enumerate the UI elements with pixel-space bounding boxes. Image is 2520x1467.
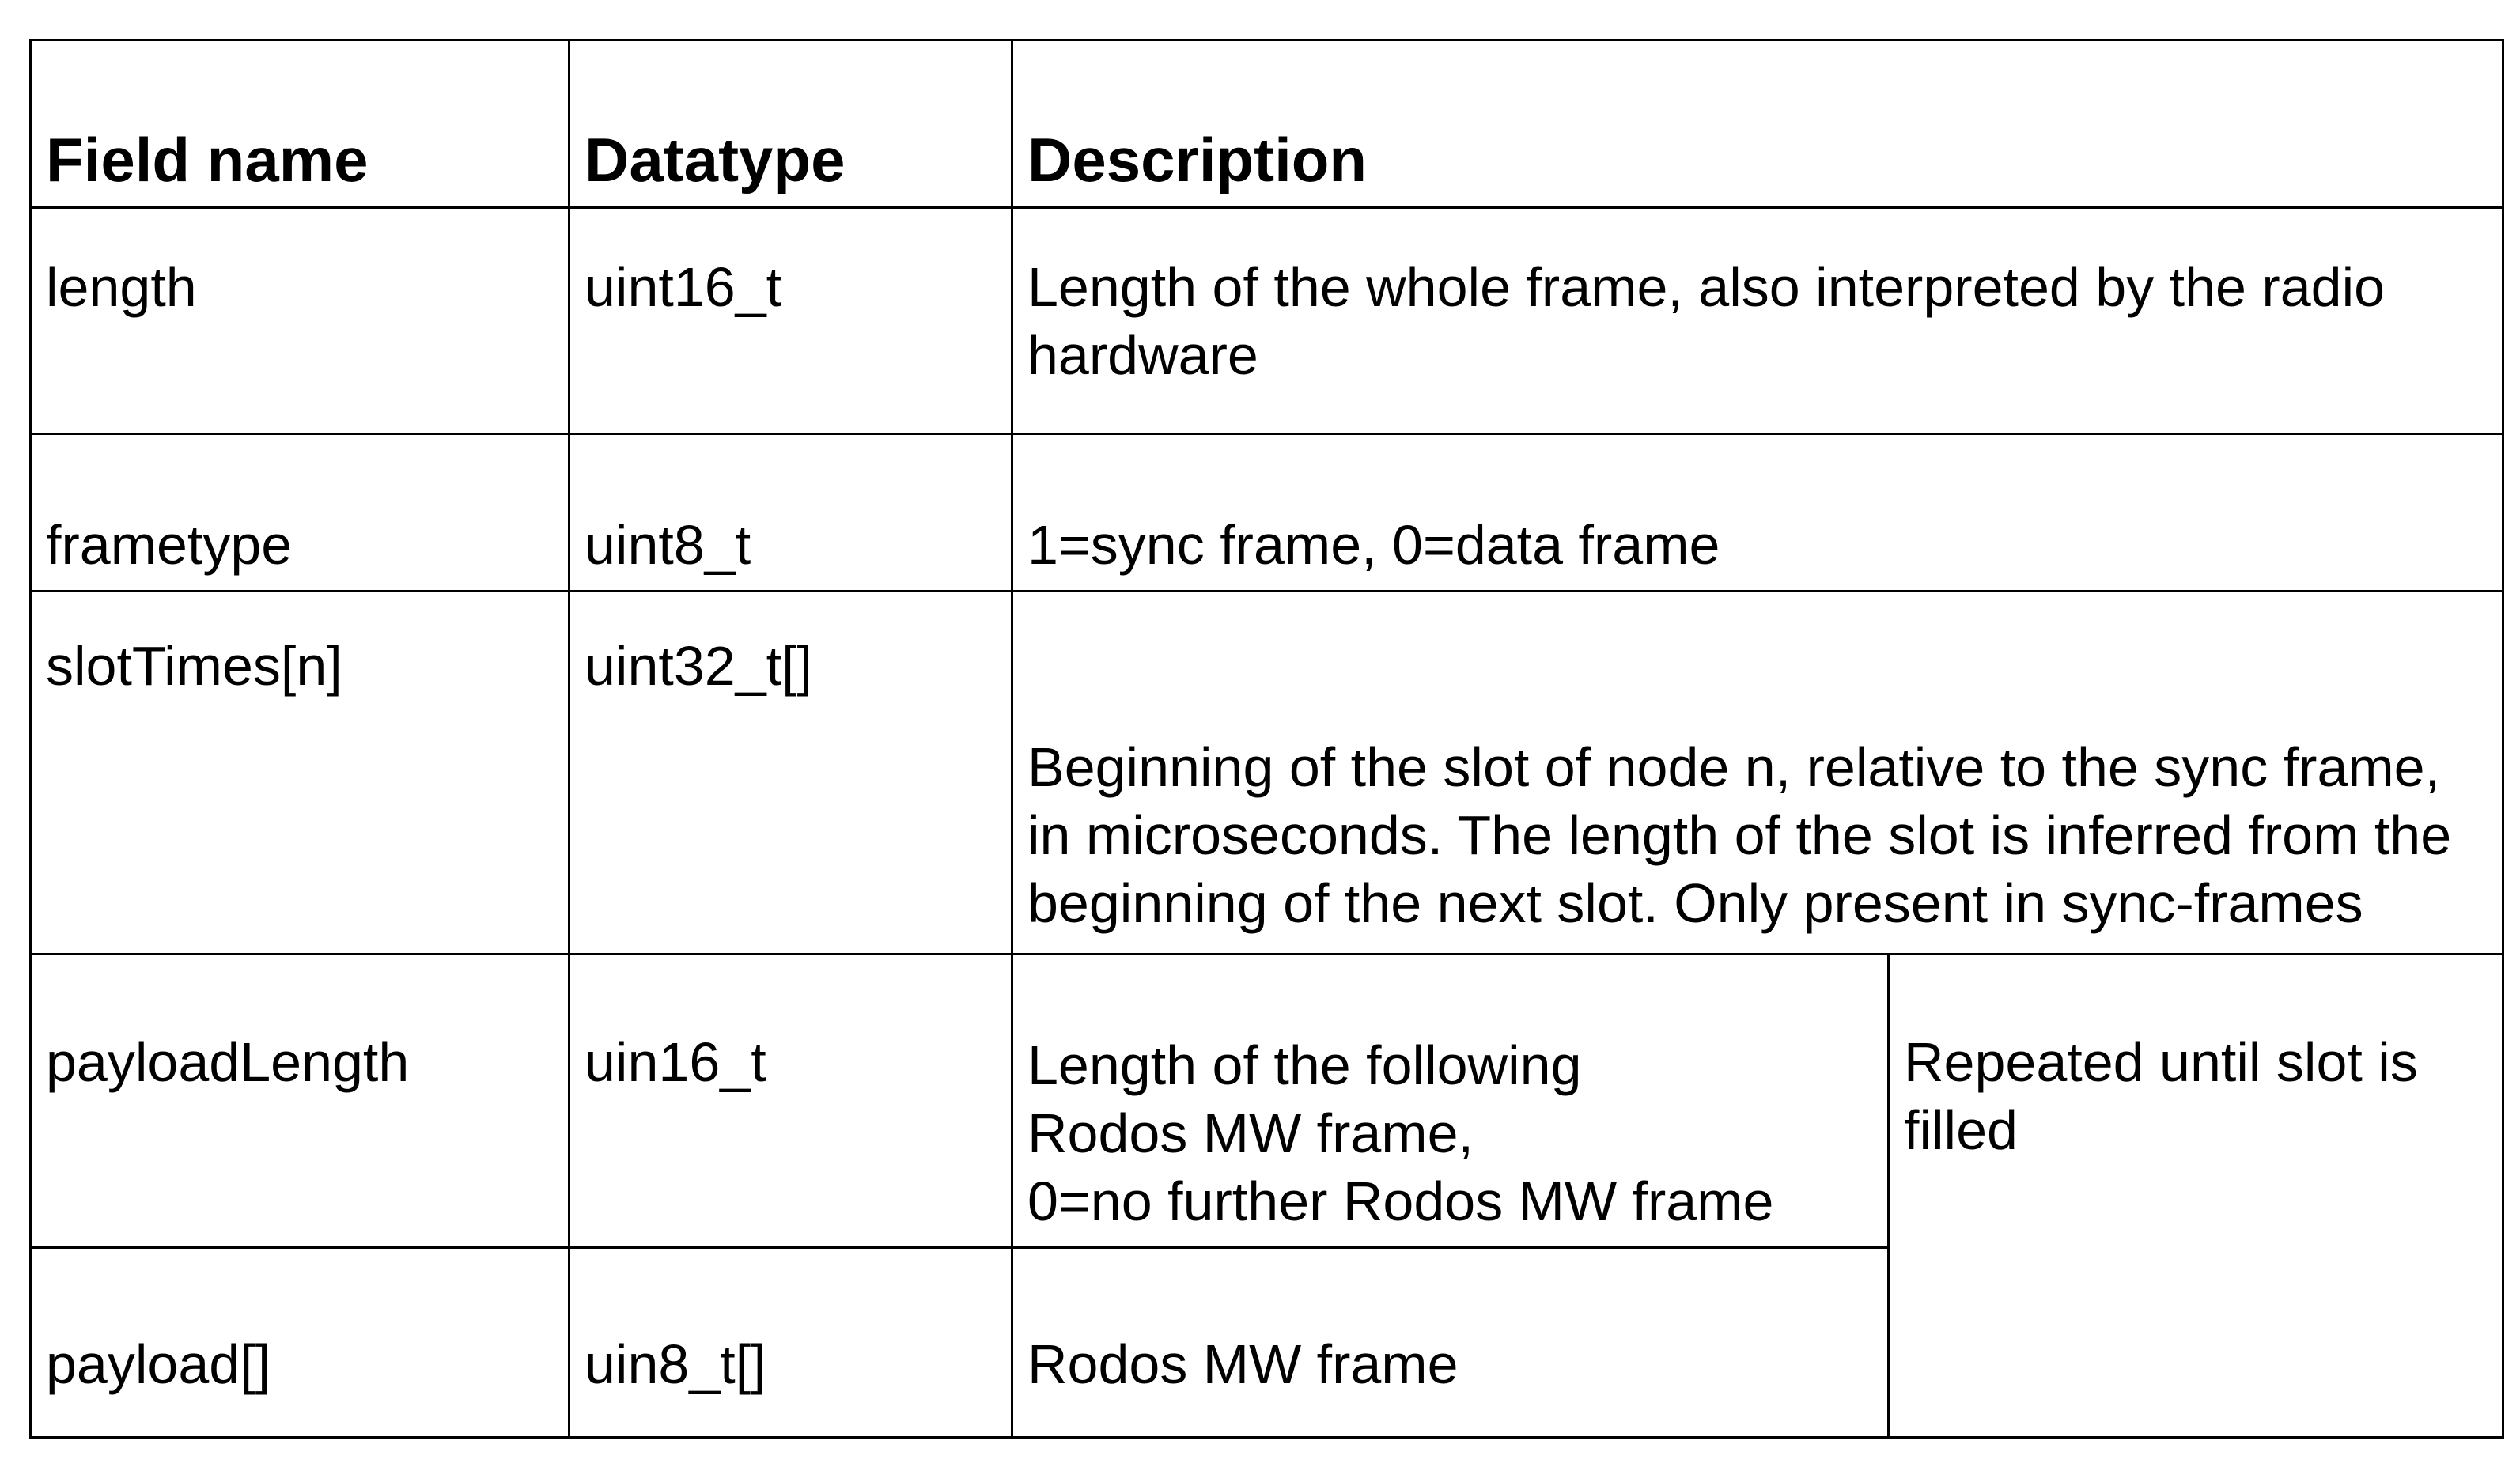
row-payloadlength-description: Length of the following Rodos MW frame, … <box>1011 952 1890 1250</box>
row-slottimes-field: slotTimes[n] <box>29 590 570 955</box>
description-line: Rodos MW frame, <box>1027 1102 1474 1165</box>
header-description: Description <box>1010 38 2505 210</box>
row-length-datatype: uint16_t <box>568 206 1013 436</box>
row-frametype-datatype: uint8_t <box>568 433 1013 593</box>
frame-format-table: Field name Datatype Description length u… <box>29 38 2505 1439</box>
row-frametype-field: frametype <box>29 433 570 593</box>
table-row: length uint16_t Length of the whole fram… <box>29 206 2505 436</box>
header-datatype: Datatype <box>568 38 1013 210</box>
row-frametype-description: 1=sync frame, 0=data frame <box>1010 433 2505 593</box>
row-length-field: length <box>29 206 570 436</box>
row-length-description: Length of the whole frame, also interpre… <box>1010 206 2505 436</box>
row-slottimes-datatype: uint32_t[] <box>568 590 1013 955</box>
table-header-row: Field name Datatype Description <box>29 38 2505 210</box>
table-row: frametype uint8_t 1=sync frame, 0=data f… <box>29 433 2505 593</box>
table-row: payload[] uin8_t[] Rodos MW frame <box>29 1246 2503 1439</box>
row-payload-datatype: uin8_t[] <box>568 1246 1013 1439</box>
header-field-name: Field name <box>29 38 570 210</box>
row-payload-description: Rodos MW frame <box>1011 1246 1890 1439</box>
row-payloadlength-field: payloadLength <box>29 952 570 1250</box>
repeat-note: Repeated until slot is filled <box>1886 952 2505 1439</box>
row-slottimes-description: Beginning of the slot of node n, relativ… <box>1010 590 2505 955</box>
table-row: payloadLength uin16_t Length of the foll… <box>29 952 2505 1439</box>
description-line: Length of the following <box>1027 1034 1582 1097</box>
row-payload-field: payload[] <box>29 1246 570 1439</box>
table-row: slotTimes[n] uint32_t[] Beginning of the… <box>29 590 2505 955</box>
row-payloadlength-datatype: uin16_t <box>568 952 1013 1250</box>
description-line: 0=no further Rodos MW frame <box>1027 1170 1774 1233</box>
